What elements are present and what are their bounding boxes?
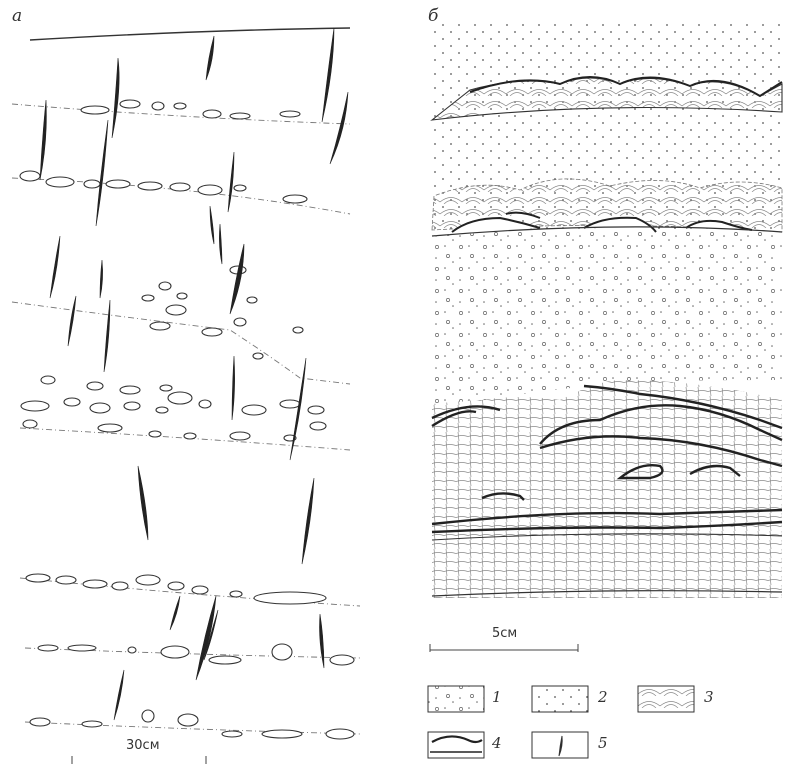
legend-number-5: 5 (598, 734, 608, 752)
legend-number-2: 2 (598, 688, 608, 706)
legend (428, 686, 694, 758)
coarse-sand (432, 227, 782, 404)
scale-label-b: 5см (492, 626, 517, 641)
legend-box-1 (428, 686, 484, 712)
legend-number-4: 4 (492, 734, 502, 752)
legend-box-3 (638, 686, 694, 712)
nodules (20, 100, 354, 739)
legend-box-2 (532, 686, 588, 712)
panel-b-letter: б (428, 6, 438, 26)
burrows (40, 28, 348, 720)
lower-laminae (432, 380, 782, 598)
surface-line (30, 28, 350, 40)
scale-bar-a (72, 756, 206, 764)
scale-bar-b (430, 644, 578, 652)
panel-b (428, 20, 782, 758)
nodule-horizons (12, 104, 360, 734)
scale-label-a: 30см (126, 738, 160, 753)
panel-a (12, 28, 360, 764)
legend-number-1: 1 (492, 688, 502, 706)
legend-number-3: 3 (704, 688, 714, 706)
panel-a-letter: а (12, 6, 22, 26)
